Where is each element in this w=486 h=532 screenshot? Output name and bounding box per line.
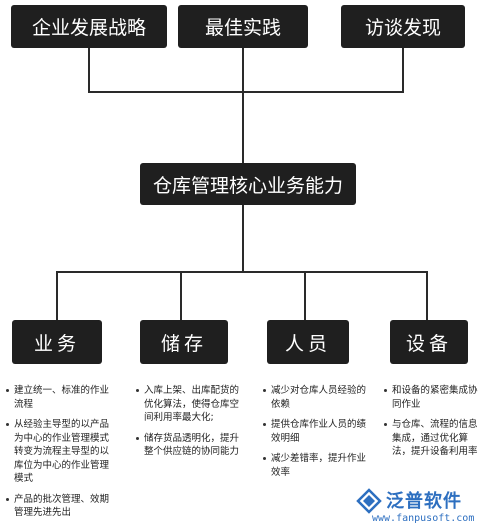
- bullet-list-storage: 入库上架、出库配货的优化算法，使得仓库空间利用率最大化; 储存货品透明化，提升整…: [136, 384, 240, 466]
- connector-input-2: [242, 48, 244, 163]
- connector-input-1: [88, 48, 90, 92]
- core-capability-box: 仓库管理核心业务能力: [140, 163, 356, 205]
- connector-category-4: [426, 271, 428, 320]
- connector-category-2: [180, 271, 182, 320]
- bullet-list-personnel: 减少对仓库人员经验的依赖 提供仓库作业人员的绩效明细 减少差错率，提升作业效率: [263, 384, 367, 486]
- bullet-list-equipment: 和设备的紧密集成协同作业 与仓库、流程的信息集成，通过优化算法，提升设备利用率: [384, 384, 482, 466]
- bullet-item: 产品的批次管理、效期管理先进先出: [6, 493, 110, 520]
- bullet-item: 与仓库、流程的信息集成，通过优化算法，提升设备利用率: [384, 418, 482, 459]
- bullet-item: 提供仓库作业人员的绩效明细: [263, 418, 367, 445]
- connector-core-down: [242, 205, 244, 272]
- fanpu-logo-icon: [356, 488, 382, 514]
- category-box-equipment: 设备: [390, 320, 468, 364]
- logo-url-text: www.fanpusoft.com: [372, 513, 475, 524]
- bullet-item: 和设备的紧密集成协同作业: [384, 384, 482, 411]
- bullet-item: 储存货品透明化，提升整个供应链的协同能力: [136, 432, 240, 459]
- bullet-item: 建立统一、标准的作业流程: [6, 384, 110, 411]
- bullet-item: 从经验主导型的以产品为中心的作业管理模式转变为流程主导型的以库位为中心的作业管理…: [6, 418, 110, 486]
- connector-category-1: [56, 271, 58, 320]
- bullet-list-business: 建立统一、标准的作业流程 从经验主导型的以产品为中心的作业管理模式转变为流程主导…: [6, 384, 110, 527]
- bullet-item: 减少差错率，提升作业效率: [263, 452, 367, 479]
- category-box-storage: 储存: [140, 320, 228, 364]
- category-box-business: 业务: [12, 320, 102, 364]
- input-box-best-practice: 最佳实践: [178, 5, 308, 48]
- connector-bottom-bus: [56, 271, 426, 273]
- logo-brand-text: 泛普软件: [386, 491, 462, 512]
- connector-input-3: [402, 48, 404, 92]
- category-box-personnel: 人员: [267, 320, 349, 364]
- bullet-item: 减少对仓库人员经验的依赖: [263, 384, 367, 411]
- input-box-strategy: 企业发展战略: [11, 5, 167, 48]
- input-box-interview: 访谈发现: [341, 5, 465, 48]
- fanpu-watermark: 泛普软件 www.fanpusoft.com: [356, 484, 482, 528]
- bullet-item: 入库上架、出库配货的优化算法，使得仓库空间利用率最大化;: [136, 384, 240, 425]
- connector-top-bus: [88, 91, 404, 93]
- connector-category-3: [304, 271, 306, 320]
